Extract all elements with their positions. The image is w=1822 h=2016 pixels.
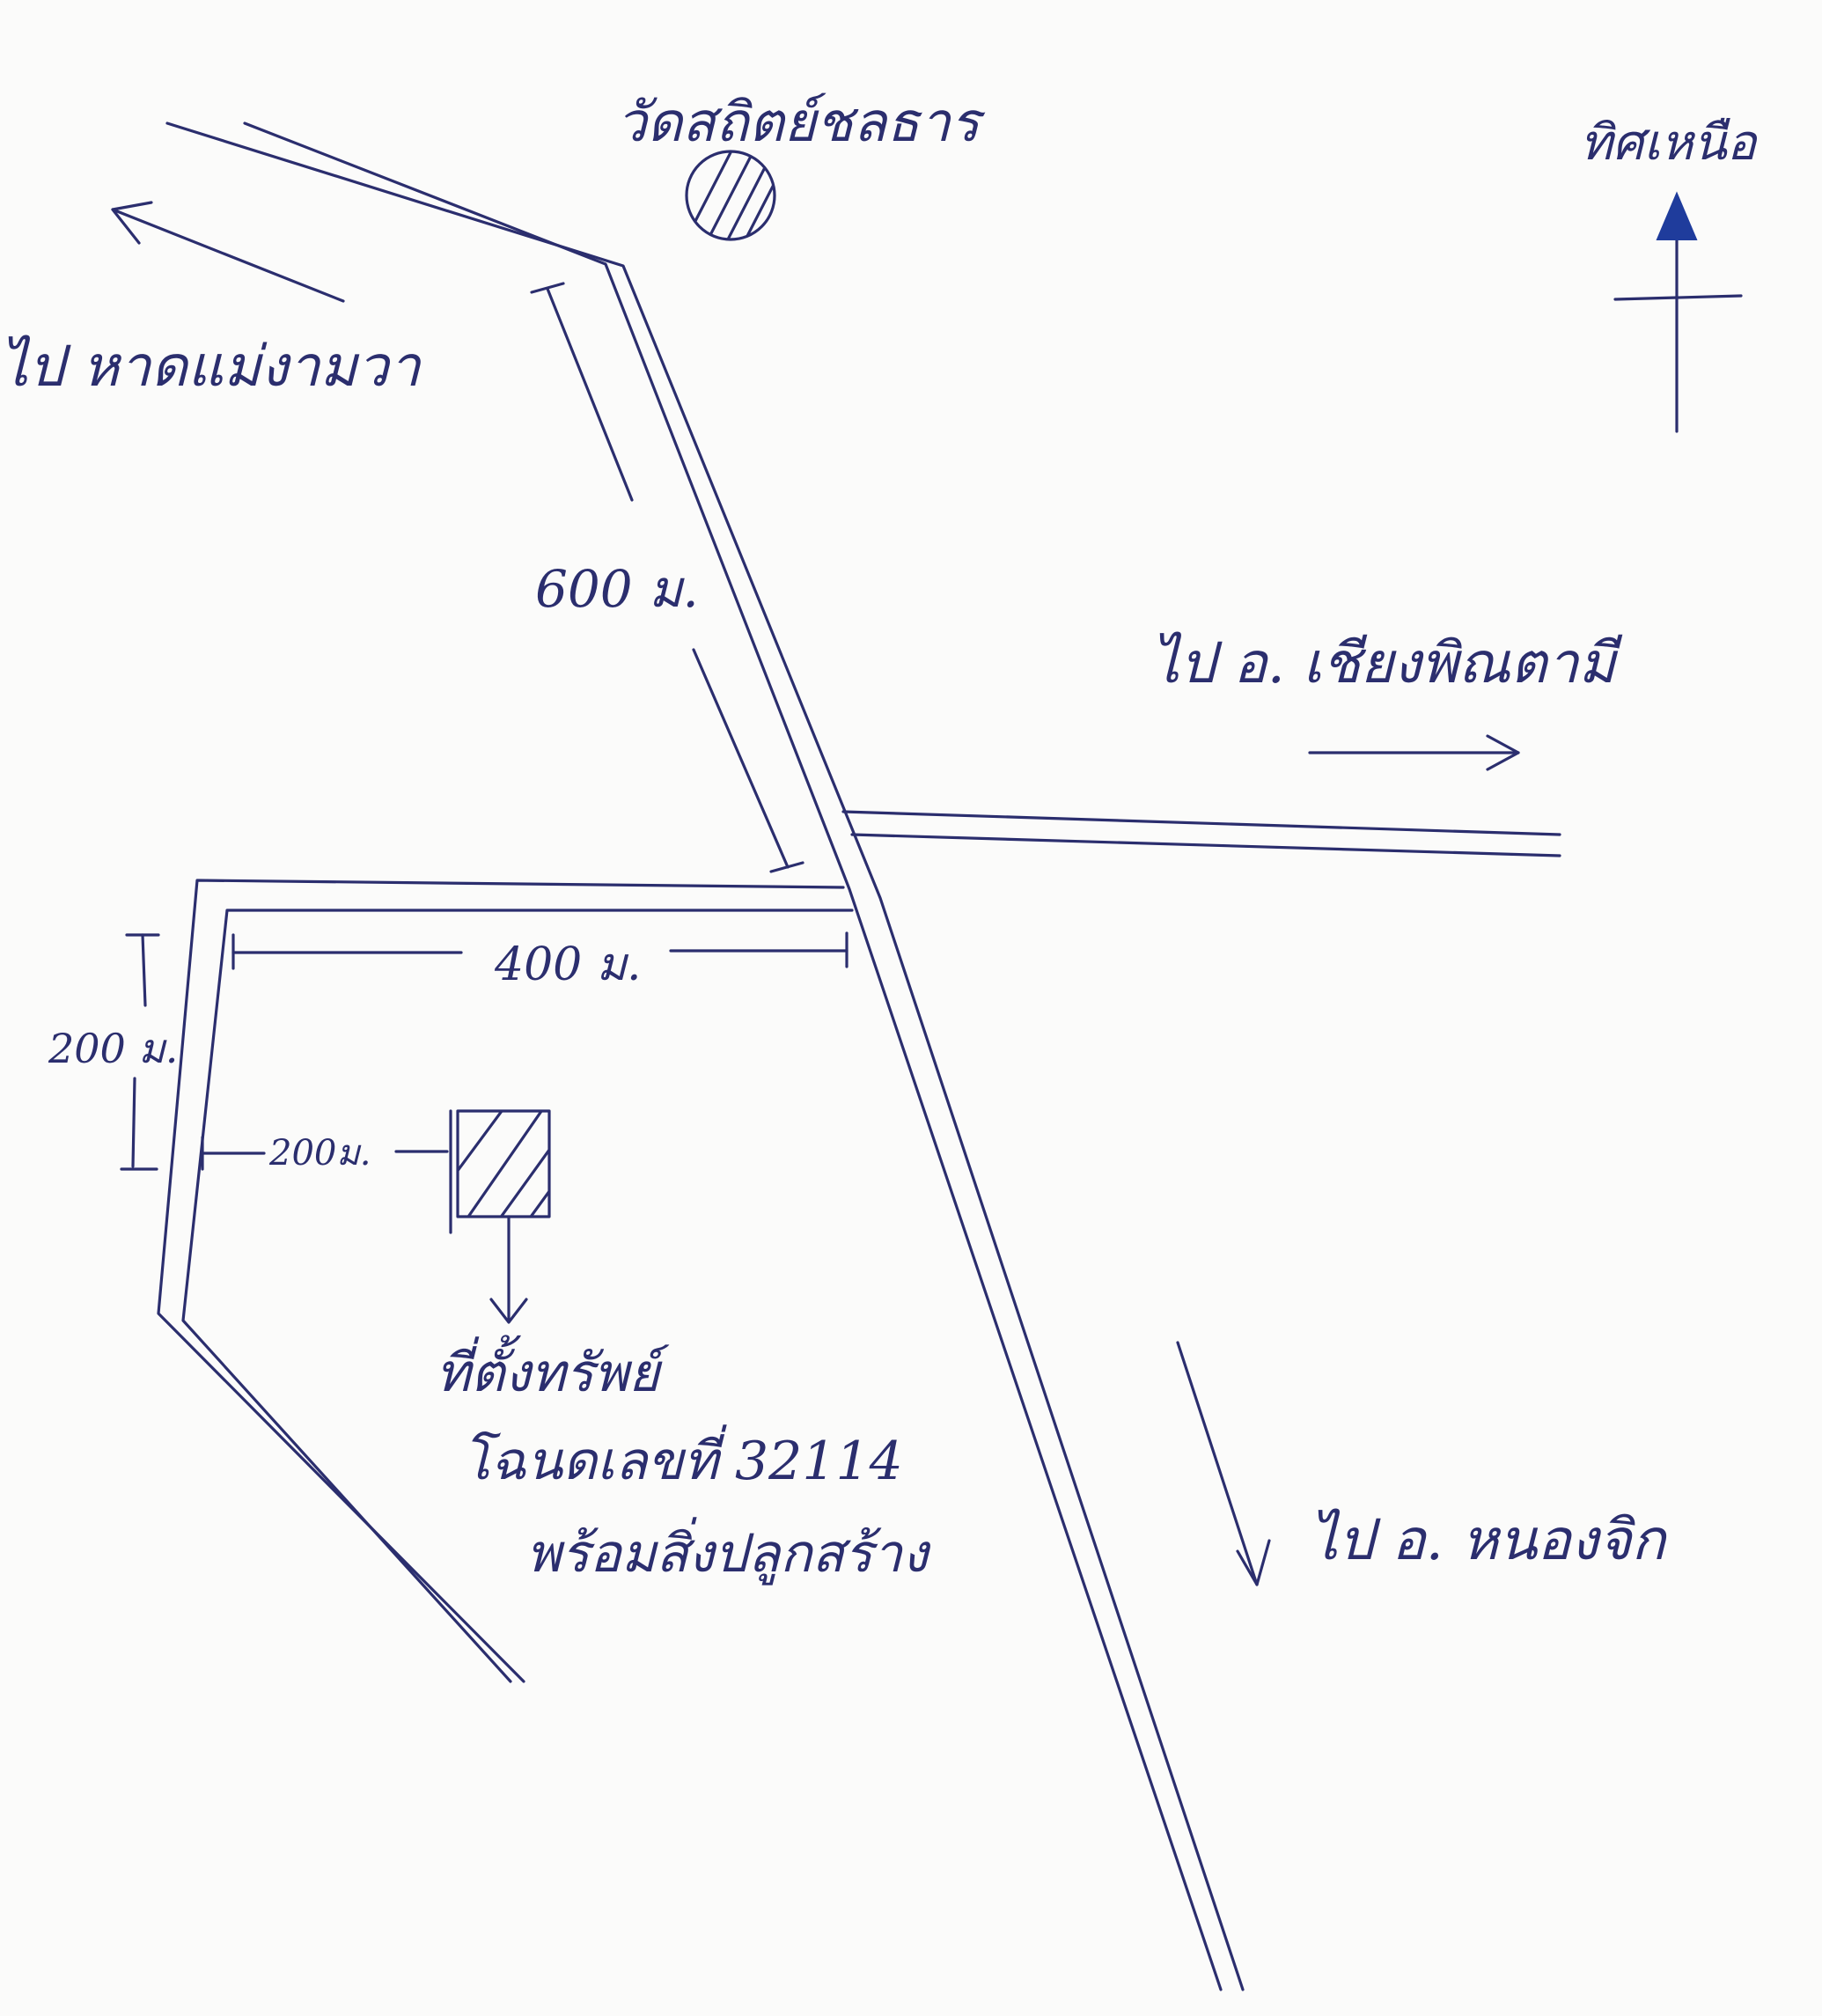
distance-side-road-label: 400 ม. <box>495 938 642 991</box>
west-direction-arrow <box>111 201 345 303</box>
south-direction-label: ไป อ. หนองจิก <box>1310 1508 1666 1573</box>
side-road <box>157 879 854 1683</box>
north-arrow-icon <box>1613 191 1743 433</box>
temple-label: วัดสถิตย์ชลธาร <box>616 90 981 154</box>
dimension-main-road <box>530 282 804 873</box>
north-label: ทิศเหนือ <box>1580 114 1757 172</box>
distance-vertical-label: 200 ม. <box>48 1025 179 1072</box>
east-road <box>841 810 1561 857</box>
property-label-line1: ที่ตั้งทรัพย์ <box>436 1343 660 1404</box>
property-label-line2: โฉนดเลขที่ 32114 <box>462 1431 903 1492</box>
dimension-side-road <box>231 931 849 970</box>
east-direction-label: ไป อ. เชียงพิณตามี <box>1151 631 1616 696</box>
dimension-to-plot <box>201 1136 449 1171</box>
property-label-line3: พร้อมสิ่งปลูกสร้าง <box>526 1523 929 1585</box>
distance-to-plot-label: 200ม. <box>269 1133 371 1174</box>
south-direction-arrow <box>1176 1341 1271 1586</box>
distance-main-road-label: 600 ม. <box>535 559 699 619</box>
west-direction-label: ไป หาดแม่งามวา <box>0 335 421 400</box>
dimension-vertical <box>120 933 160 1171</box>
east-direction-arrow <box>1308 734 1520 771</box>
property-marker-icon <box>449 1109 551 1324</box>
main-road <box>165 121 1245 1991</box>
